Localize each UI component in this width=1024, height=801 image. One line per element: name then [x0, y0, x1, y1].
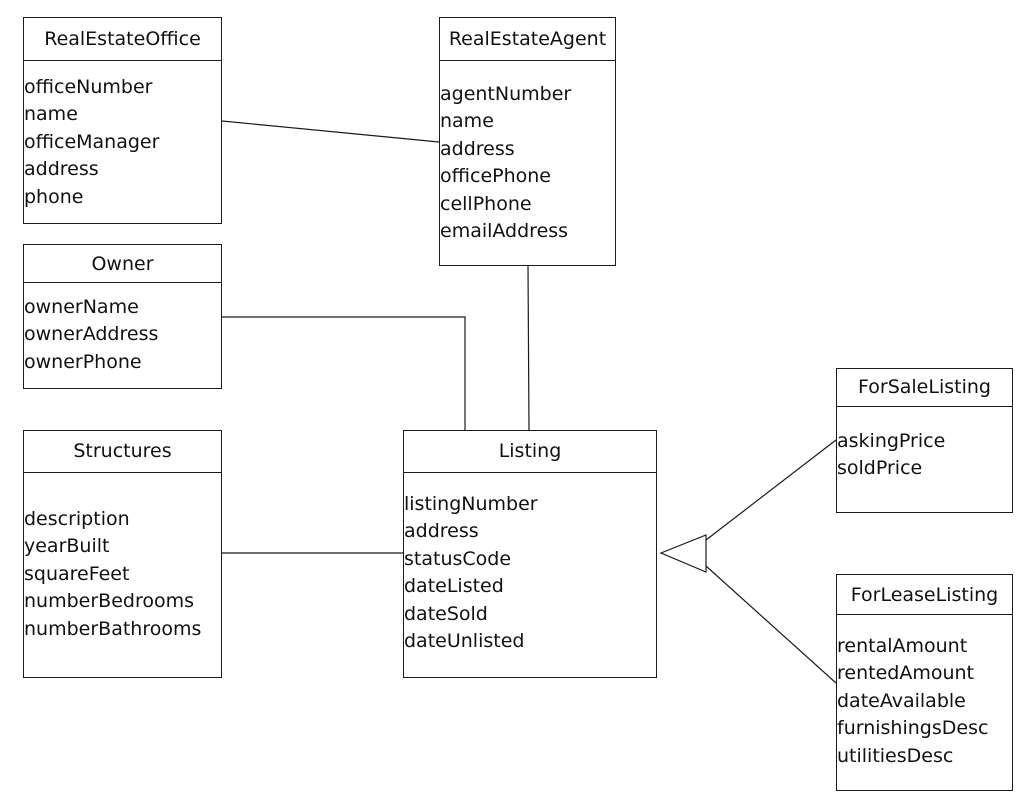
attribute: address [24, 158, 99, 181]
attribute: rentedAmount [837, 662, 974, 685]
class-title: Structures [24, 431, 221, 473]
owner-listing-association [222, 316, 466, 430]
generalization-triangle-arrowhead [659, 534, 707, 573]
attribute: statusCode [404, 547, 512, 570]
attribute: soldPrice [837, 457, 923, 480]
attribute: description [24, 508, 130, 530]
attribute: emailAddress [440, 219, 569, 242]
class-box-for-sale-listing: ForSaleListing askingPrice soldPrice [836, 368, 1013, 513]
attribute-list: description yearBuilt squareFeet numberB… [24, 506, 221, 643]
forlease-generalization-line [705, 565, 837, 684]
class-box-owner: Owner ownerName ownerAddress ownerPhone [23, 244, 222, 389]
attribute: yearBuilt [24, 535, 110, 558]
class-title: RealEstateAgent [440, 18, 615, 61]
attribute: utilitiesDesc [837, 744, 954, 767]
class-box-real-estate-agent: RealEstateAgent agentNumber name address… [439, 17, 616, 266]
attribute: dateListed [404, 575, 504, 598]
attribute-list: rentalAmount rentedAmount dateAvailable … [837, 633, 1012, 770]
attribute: dateUnlisted [404, 629, 525, 652]
attribute-list: listingNumber address statusCode dateLis… [404, 491, 656, 655]
class-box-for-lease-listing: ForLeaseListing rentalAmount rentedAmoun… [836, 574, 1013, 791]
attribute: cellPhone [440, 192, 532, 215]
attribute: squareFeet [24, 562, 130, 585]
agent-listing-association [527, 265, 530, 431]
class-box-real-estate-office: RealEstateOffice officeNumber name offic… [23, 17, 222, 224]
class-box-listing: Listing listingNumber address statusCode… [403, 430, 657, 678]
attribute: address [404, 520, 479, 543]
attribute: ownerAddress [24, 323, 159, 346]
class-box-structures: Structures description yearBuilt squareF… [23, 430, 222, 678]
class-title: ForSaleListing [837, 369, 1012, 407]
attribute: name [440, 110, 494, 133]
attribute: rentalAmount [837, 635, 968, 657]
attribute: officeManager [24, 130, 160, 153]
attribute-list: askingPrice soldPrice [837, 428, 1012, 483]
attribute: furnishingsDesc [837, 717, 989, 740]
attribute: officePhone [440, 165, 551, 188]
attribute: ownerName [24, 296, 139, 318]
attribute-list: agentNumber name address officePhone cel… [440, 81, 615, 245]
attribute: phone [24, 185, 84, 208]
attribute: dateSold [404, 602, 488, 625]
attribute-list: officeNumber name officeManager address … [24, 74, 221, 211]
attribute: officeNumber [24, 76, 153, 98]
attribute-list: ownerName ownerAddress ownerPhone [24, 294, 221, 376]
class-title: Owner [24, 245, 221, 283]
class-title: Listing [404, 431, 656, 473]
class-title: RealEstateOffice [24, 18, 221, 61]
attribute: dateAvailable [837, 689, 966, 712]
attribute: agentNumber [440, 83, 572, 105]
attribute: name [24, 103, 78, 126]
attribute: numberBedrooms [24, 590, 194, 613]
office-agent-association [221, 120, 440, 143]
attribute: ownerPhone [24, 350, 142, 373]
forsale-generalization-line [705, 439, 837, 541]
attribute: numberBathrooms [24, 617, 202, 640]
attribute: listingNumber [404, 493, 538, 515]
attribute: askingPrice [837, 430, 946, 452]
class-title: ForLeaseListing [837, 575, 1012, 615]
attribute: address [440, 137, 515, 160]
